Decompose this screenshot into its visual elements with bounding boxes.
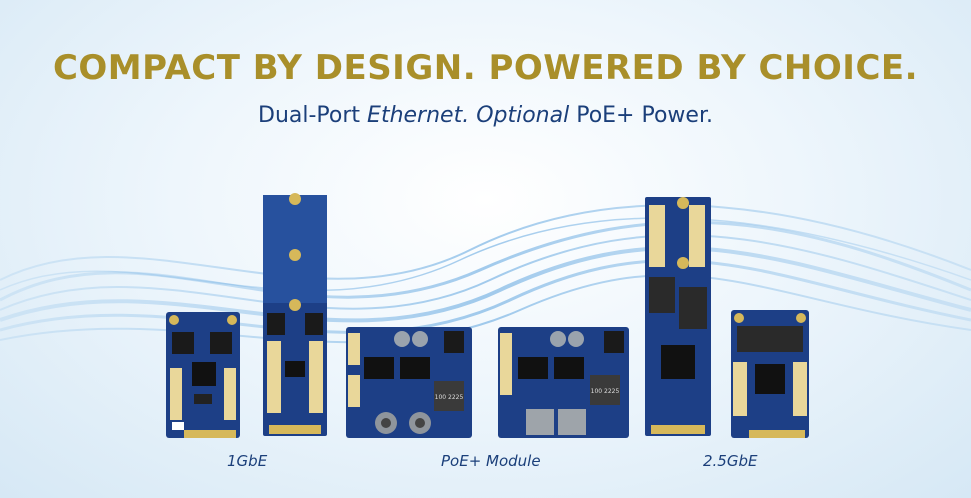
caption-1gbe: 1GbE: [227, 452, 268, 470]
poe-module-right: 100 2225: [498, 327, 629, 438]
wave-graphic: [0, 204, 971, 344]
subhead-part-3: PoE+ Power.: [569, 103, 713, 128]
subhead-part-2: Ethernet. Optional: [367, 103, 570, 128]
inductor-label-right: 100 2225: [591, 388, 620, 395]
inductor-label-left: 100 2225: [435, 394, 464, 401]
mini-pcie-2-5gbe-card: [731, 310, 809, 438]
poe-module-left: 100 2225: [346, 327, 472, 438]
headline: COMPACT BY DESIGN. POWERED BY CHOICE.: [52, 48, 919, 88]
caption-poe-module: PoE+ Module: [441, 452, 541, 470]
subhead-part-1: Dual-Port: [258, 103, 368, 128]
subheadline: Dual-Port Ethernet. Optional PoE+ Power.: [0, 103, 971, 128]
m2-2-5gbe-card: [645, 197, 711, 436]
mini-pcie-1gbe-card: [166, 312, 240, 438]
caption-2-5gbe: 2.5GbE: [703, 452, 758, 470]
m2-1gbe-card: [263, 193, 327, 436]
